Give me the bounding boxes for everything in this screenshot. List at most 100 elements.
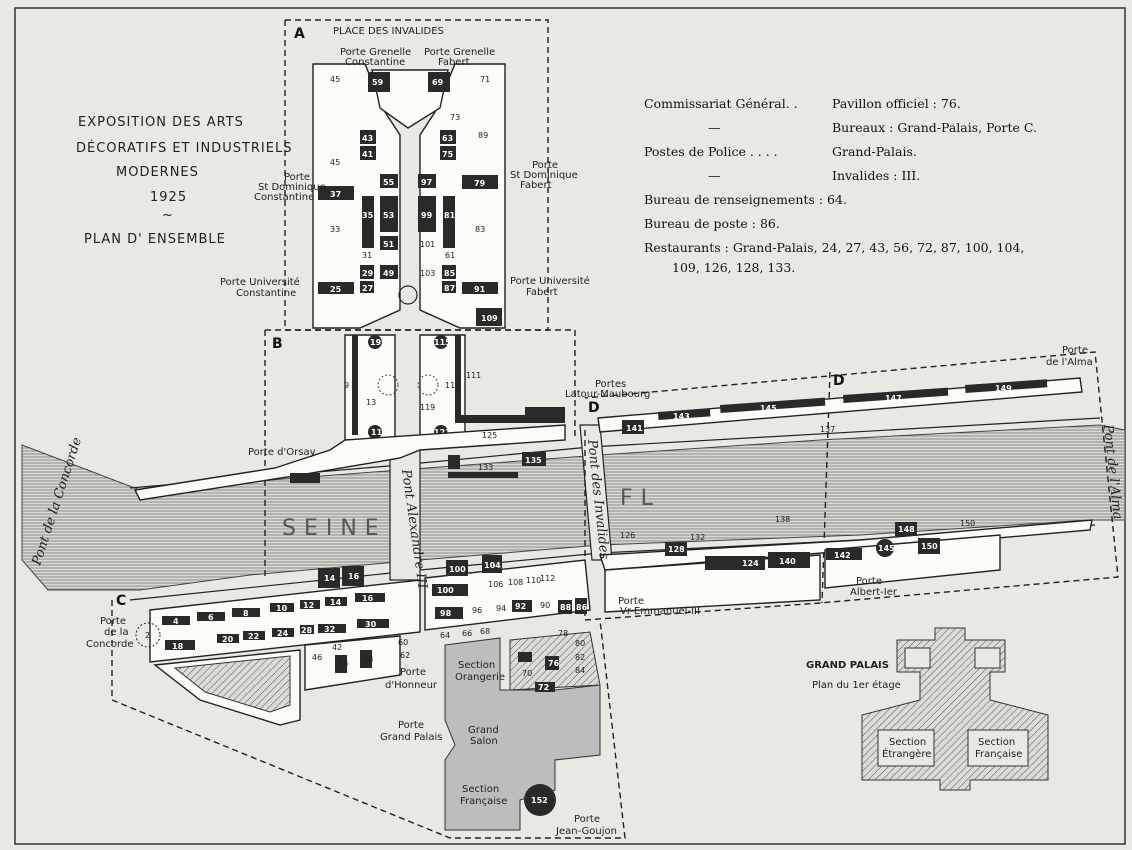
inset-right-l1: Section xyxy=(978,737,1015,748)
pavilion-num: 100 xyxy=(449,565,466,574)
pavilion-104 xyxy=(482,555,502,573)
pavilion-num: 145 xyxy=(878,544,895,553)
pavilion-145b xyxy=(876,539,894,557)
grand-palais-plan: 152 76 72 70 64 66 68 62 60 78 80 82 84 … xyxy=(398,627,617,837)
pavilion-124 xyxy=(705,556,765,570)
pavilion-num: 22 xyxy=(248,632,259,641)
pavilion-num: 110 xyxy=(526,576,541,585)
invalides-esplanade: 59 69 43 41 63 75 55 97 79 37 35 53 99 8… xyxy=(312,63,506,329)
place-invalides-label: PLACE DES INVALIDES xyxy=(333,26,444,37)
pavilion-num: 68 xyxy=(480,627,490,636)
porte-grenelle-fabert-l1: Porte Grenelle xyxy=(424,47,495,58)
pavilion-100a xyxy=(446,560,468,576)
porte-albert-l1: Porte xyxy=(856,576,882,587)
pavilion-num: 8 xyxy=(243,609,249,618)
pavilion-num: 108 xyxy=(508,578,523,587)
gp-grand-salon-l2: Salon xyxy=(470,736,498,747)
porte-ve-l2: Vr-Emmanuel-III xyxy=(620,606,700,617)
pavilion-num: 98 xyxy=(440,609,452,618)
pavilion-num: 13 xyxy=(366,398,376,407)
pavilion-8 xyxy=(232,608,260,617)
pavilion-num: 33 xyxy=(330,225,340,234)
legend-row3-right: Grand-Palais. xyxy=(832,144,917,159)
pavilion-num: 32 xyxy=(324,625,335,634)
pavilion-22 xyxy=(243,631,265,640)
pavilion-32 xyxy=(318,624,346,633)
pavilion-51 xyxy=(380,236,398,250)
gp-grand-salon-l1: Grand xyxy=(468,725,499,736)
title-line-6: PLAN D' ENSEMBLE xyxy=(84,232,226,247)
pavilion-num: 49 xyxy=(383,269,395,278)
porte-grenelle-constantine-l1: Porte Grenelle xyxy=(340,47,411,58)
pavilion-num: 112 xyxy=(540,574,555,583)
pavilion-num: 80 xyxy=(575,639,585,648)
pavilion-10 xyxy=(270,603,294,612)
zone-d-divider xyxy=(821,371,831,604)
inset-west-room xyxy=(904,647,931,669)
porte-universite-f-l2: Fabert xyxy=(526,287,558,298)
pavilion-num: 9 xyxy=(344,381,349,390)
pavilion-num: 62 xyxy=(400,651,410,660)
pavilion-133 xyxy=(448,472,518,478)
porte-universite-f-l1: Porte Université xyxy=(510,275,590,287)
pavilion-num: 64 xyxy=(440,631,450,640)
pavilion-num: 82 xyxy=(575,653,585,662)
pavilion-79 xyxy=(462,175,498,189)
pavilion-19 xyxy=(368,335,382,349)
pavilion-150 xyxy=(918,538,940,554)
pavilion-num: 20 xyxy=(222,635,234,644)
porte-universite-c-l2: Constantine xyxy=(236,288,296,299)
pavilion-num: 84 xyxy=(575,666,585,675)
pavilion-num: 63 xyxy=(442,134,453,143)
pavilion-49 xyxy=(380,265,398,279)
zone-b-boundary-top xyxy=(265,329,576,440)
b-west-rond xyxy=(377,374,399,396)
pavilion-num: 86 xyxy=(576,603,588,612)
title-line-3: MODERNES xyxy=(116,165,199,180)
pavilion-num: 100 xyxy=(437,586,454,595)
pavilion-num: 128 xyxy=(668,545,685,554)
pavilion-num: 133 xyxy=(478,463,493,472)
pavilion-98 xyxy=(435,607,463,619)
pavilion-num: 142 xyxy=(834,551,851,560)
pavilion-num: 75 xyxy=(442,150,454,159)
pavilion-num: 12 xyxy=(303,601,314,610)
inset-section-etrangere-box xyxy=(877,729,935,767)
pavilion-88 xyxy=(558,600,572,614)
legend-row1-left: Commissariat Général. . xyxy=(644,96,798,111)
portes-latour-l2: Latour-Maubourg xyxy=(565,389,650,400)
porte-st-dominique-f-l1: Porte xyxy=(532,160,558,171)
legend-row8: 109, 126, 128, 133. xyxy=(672,260,795,275)
c-center-strip xyxy=(424,559,591,631)
pavilion-num: 27 xyxy=(362,284,373,293)
pavilion-num: 72 xyxy=(538,683,549,692)
pavilion-142 xyxy=(826,548,862,560)
legend-row5: Bureau de renseignements : 64. xyxy=(644,192,847,207)
pavilion-num: 85 xyxy=(444,269,456,278)
pavilion-num: 45 xyxy=(330,158,340,167)
pavilion-128 xyxy=(665,542,687,556)
pavilion-num: 125 xyxy=(482,431,497,440)
pavilion-num: 96 xyxy=(472,606,482,615)
pavilion-num: 124 xyxy=(742,559,759,568)
pavilion-num: 140 xyxy=(779,557,796,566)
pavilion-85 xyxy=(442,265,456,279)
zone-c-boundary xyxy=(111,600,626,839)
legend-row4-left: — xyxy=(708,168,721,183)
gp-orangerie-l2: Orangerie xyxy=(455,672,505,683)
title-line-1: EXPOSITION DES ARTS xyxy=(78,115,244,130)
pavilion-num: 31 xyxy=(362,251,372,260)
pavilion-num: 18 xyxy=(172,642,184,651)
portes-latour-l1: Portes xyxy=(595,379,626,390)
pavilion-num: 10 xyxy=(276,604,288,613)
pavilion-14b xyxy=(325,597,347,606)
inset-left-l1: Section xyxy=(889,737,926,748)
pavilion-num: 59 xyxy=(372,78,384,87)
pavilion-11 xyxy=(368,425,382,439)
legend-row4-right: Invalides : III. xyxy=(832,168,920,183)
pavilion-4 xyxy=(162,616,190,625)
pavilion-37 xyxy=(318,186,354,200)
pavilion-92 xyxy=(512,600,532,612)
pavilion-140 xyxy=(768,552,810,568)
pavilion-num: 91 xyxy=(474,285,486,294)
